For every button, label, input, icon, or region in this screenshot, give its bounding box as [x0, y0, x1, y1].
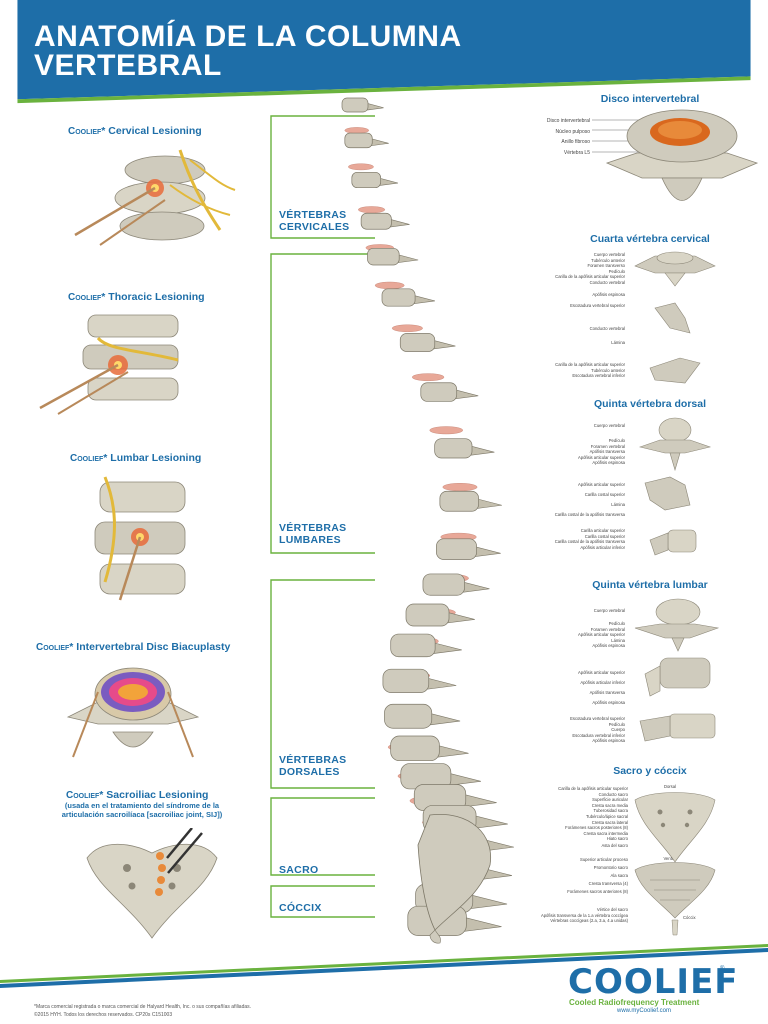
- disco-labels: Disco intervertebral Núcleo pulposo Anil…: [546, 118, 590, 156]
- intervertebral-disc: [348, 163, 374, 171]
- vertebral-body: [384, 703, 433, 729]
- cervical-labels-b: Escotadura vertebral superior: [570, 303, 625, 308]
- dorsal-labels-a: Cuerpo vertebral: [593, 423, 625, 428]
- sacro-ventral-label: Ventral: [663, 856, 677, 861]
- section-title-disco: Disco intervertebral: [600, 93, 700, 105]
- intervertebral-disc: [412, 373, 445, 382]
- coccyx-shape: [429, 929, 441, 944]
- procedure-heading-thoracic: Coolief* Thoracic Lesioning: [68, 291, 205, 303]
- lumbar-vertebra-illustrations: [634, 598, 720, 742]
- procedure-heading-sacroiliac: Coolief* Sacroiliac Lesioning: [66, 789, 209, 801]
- vertebral-body: [351, 171, 382, 189]
- vertebral-body: [344, 132, 373, 149]
- vertebral-body: [390, 735, 440, 762]
- region-label-coccix: CÓCCIX: [279, 902, 322, 914]
- sacro-coccix-label: Cóccix: [683, 915, 696, 920]
- spine-illustration: [341, 97, 515, 944]
- disco-intervertebral-illustration: [592, 109, 759, 201]
- procedure-heading-disc: Coolief* Intervertebral Disc Biacuplasty: [36, 641, 231, 653]
- logo-url: www.myCoolief.com: [617, 1008, 672, 1014]
- thoracic-lesioning-illustration: [39, 314, 179, 415]
- logo-registered-mark: ®: [720, 966, 725, 972]
- vertebral-body: [367, 247, 400, 266]
- cervical-vertebra-illustrations: [634, 251, 716, 384]
- vertebral-body: [420, 382, 458, 402]
- sacro-labels-d: Vértice del sacro Apófisis transversa de…: [540, 907, 628, 924]
- cervical-lesioning-illustration: [74, 149, 236, 246]
- sacroiliac-lesioning-illustration: [86, 828, 218, 939]
- cervical-labels-d: Carilla de la apófisis articular superio…: [555, 362, 625, 379]
- intervertebral-disc: [374, 281, 405, 290]
- vertebral-body: [434, 438, 473, 459]
- header-band: [17, 0, 751, 104]
- procedure-heading-lumbar: Coolief* Lumbar Lesioning: [70, 452, 202, 464]
- sacro-labels-c: Superior articular proceso Promontorio s…: [567, 857, 628, 894]
- vertebral-body: [436, 538, 477, 560]
- coolief-logo: COOLIEF: [568, 962, 739, 1002]
- region-brackets: [270, 115, 375, 918]
- lumbar-labels-a: Cuerpo vertebral: [593, 608, 625, 613]
- vertebral-body: [382, 668, 430, 693]
- intervertebral-disc: [429, 426, 463, 435]
- logo-tagline: Cooled Radiofrequency Treatment: [569, 998, 700, 1007]
- vertebral-body: [439, 490, 479, 512]
- lumbar-lesioning-illustration: [94, 476, 186, 601]
- vertebral-body: [405, 603, 450, 627]
- page-title: ANATOMÍA DE LA COLUMNA VERTEBRAL: [34, 20, 462, 82]
- footer-band: [0, 944, 768, 988]
- vertebral-body: [381, 288, 416, 307]
- procedure-subtitle-sacroiliac: (usada en el tratamiento del síndrome de…: [61, 801, 223, 819]
- intervertebral-disc: [391, 324, 423, 333]
- footnote: *Marca comercial registrada o marca come…: [34, 1004, 252, 1018]
- sacro-dorsal-label: Dorsal: [663, 784, 677, 789]
- dorsal-labels-d: Carilla articular superior Carilla costa…: [554, 528, 625, 550]
- procedure-heading-cervical: Coolief* Cervical Lesioning: [68, 125, 202, 137]
- dorsal-vertebra-illustrations: [638, 417, 712, 556]
- sacrum-shape: [417, 813, 492, 931]
- section-title-cervical: Cuarta vértebra cervical: [590, 233, 710, 245]
- disc-biacuplasty-illustration: [66, 667, 200, 758]
- vertebral-body: [360, 212, 392, 230]
- lumbar-labels-c: Apófisis articular superior Apófisis art…: [577, 670, 625, 705]
- lumbar-labels-d: Escotadura vertebral superior Pedículo C…: [570, 716, 625, 744]
- section-title-sacro: Sacro y cóccix: [613, 765, 687, 777]
- section-title-dorsal: Quinta vértebra dorsal: [593, 398, 707, 410]
- sacro-labels-a: Carilla de la apófisis articular superio…: [558, 786, 628, 842]
- vertebral-body: [390, 633, 436, 658]
- intervertebral-disc: [344, 127, 369, 134]
- region-label-sacro: SACRO: [279, 864, 319, 876]
- vertebral-body: [399, 333, 436, 352]
- dorsal-labels-c: Apófisis articular superior Carilla cost…: [554, 482, 625, 517]
- sacro-labels-b: Asta del sacro: [601, 843, 628, 848]
- dorsal-labels-b: Pedículo Foramen vertebral Apófisis tran…: [577, 438, 625, 466]
- vertebral-body: [341, 97, 369, 113]
- intervertebral-disc: [358, 206, 386, 214]
- lumbar-labels-b: Pedículo Foramen vertebral Apófisis arti…: [577, 621, 625, 649]
- section-title-lumbar: Quinta vértebra lumbar: [592, 579, 708, 591]
- cervical-labels-c: Conducto vertebral Lámina: [589, 326, 625, 345]
- cervical-labels-a: Cuerpo vertebral Tubérculo anterior Fora…: [555, 252, 625, 297]
- sacro-coccix-illustrations: [634, 792, 716, 936]
- intervertebral-disc: [442, 483, 478, 492]
- vertebral-body: [422, 573, 465, 596]
